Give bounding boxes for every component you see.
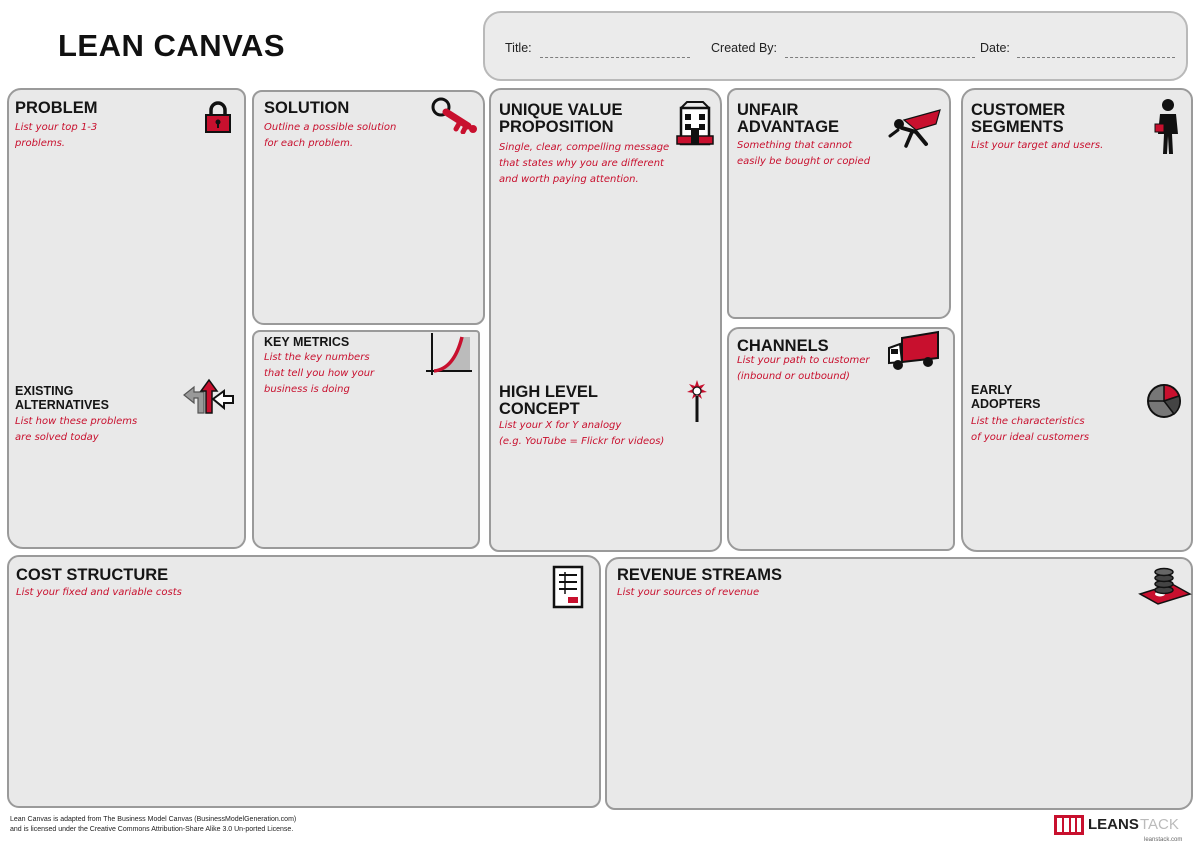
early-adopters-heading: EARLY ADOPTERS bbox=[971, 383, 1041, 411]
receipt-icon bbox=[552, 565, 584, 609]
customer-segments-heading: CUSTOMER SEGMENTS bbox=[971, 101, 1066, 136]
revenue-streams-heading: REVENUE STREAMS bbox=[617, 566, 783, 584]
uvp-description: Single, clear, compelling message that s… bbox=[499, 142, 670, 185]
cost-structure-heading: COST STRUCTURE bbox=[16, 566, 169, 584]
solution-description: Outline a possible solution for each pro… bbox=[264, 122, 397, 149]
customer-segments-panel[interactable] bbox=[961, 88, 1193, 552]
uvp-panel[interactable] bbox=[489, 88, 722, 552]
revenue-streams-description: List your sources of revenue bbox=[617, 587, 760, 598]
growth-chart-icon bbox=[426, 333, 472, 375]
leanstack-logo[interactable]: LEANS TACK leanstack.com bbox=[1054, 813, 1194, 847]
unfair-advantage-heading: UNFAIR ADVANTAGE bbox=[737, 101, 840, 136]
key-metrics-description: List the key numbers that tell you how y… bbox=[264, 352, 375, 395]
key-icon bbox=[431, 97, 477, 134]
key-metrics-panel[interactable] bbox=[252, 330, 480, 549]
problem-heading: PROBLEM bbox=[15, 99, 98, 117]
truck-icon bbox=[888, 330, 939, 370]
header-panel: Title: Created By: Date: bbox=[483, 11, 1188, 81]
lit-match-icon bbox=[687, 380, 707, 422]
cost-structure-panel[interactable] bbox=[7, 555, 601, 808]
channels-description: List your path to customer (inbound or o… bbox=[737, 355, 870, 382]
existing-alternatives-description: List how these problems are solved today bbox=[15, 416, 138, 443]
leanstack-logo-icon bbox=[1054, 815, 1084, 835]
uvp-heading: UNIQUE VALUE PROPOSITION bbox=[499, 101, 623, 136]
customer-segments-description: List your target and users. bbox=[971, 140, 1104, 151]
solution-heading: SOLUTION bbox=[264, 99, 350, 117]
arrows-icon bbox=[183, 378, 234, 414]
high-level-concept-description: List your X for Y analogy (e.g. YouTube … bbox=[499, 420, 665, 447]
created-by-field[interactable] bbox=[785, 57, 975, 58]
date-label: Date: bbox=[980, 41, 1010, 55]
date-field[interactable] bbox=[1017, 57, 1175, 58]
money-stack-icon bbox=[1138, 567, 1192, 605]
title-field[interactable] bbox=[540, 57, 690, 58]
pie-chart-icon bbox=[1147, 384, 1181, 418]
channels-panel[interactable] bbox=[727, 327, 955, 551]
title-label: Title: bbox=[505, 41, 532, 55]
brand-name-b: TACK bbox=[1140, 816, 1179, 833]
solution-panel[interactable] bbox=[252, 90, 485, 325]
building-icon bbox=[676, 101, 714, 146]
problem-description: List your top 1-3 problems. bbox=[15, 122, 98, 149]
cost-structure-description: List your fixed and variable costs bbox=[16, 587, 182, 598]
superhero-icon bbox=[888, 109, 941, 148]
canvas-title: LEAN CANVAS bbox=[58, 28, 286, 63]
lock-icon bbox=[205, 101, 231, 133]
early-adopters-description: List the characteristics of your ideal c… bbox=[971, 416, 1090, 443]
created-by-label: Created By: bbox=[711, 41, 778, 55]
unfair-advantage-description: Something that cannot easily be bought o… bbox=[737, 140, 871, 167]
channels-heading: CHANNELS bbox=[737, 337, 829, 355]
existing-alternatives-heading: EXISTING ALTERNATIVES bbox=[15, 384, 109, 412]
license-footer: Lean Canvas is adapted from The Business… bbox=[10, 816, 297, 833]
high-level-concept-heading: HIGH LEVEL CONCEPT bbox=[499, 383, 599, 418]
problem-panel[interactable] bbox=[7, 88, 246, 549]
brand-url: leanstack.com bbox=[1144, 837, 1183, 843]
businessman-icon bbox=[1154, 99, 1178, 154]
brand-name-a: LEANS bbox=[1088, 816, 1139, 833]
revenue-streams-panel[interactable] bbox=[605, 557, 1193, 810]
key-metrics-heading: KEY METRICS bbox=[264, 335, 350, 349]
